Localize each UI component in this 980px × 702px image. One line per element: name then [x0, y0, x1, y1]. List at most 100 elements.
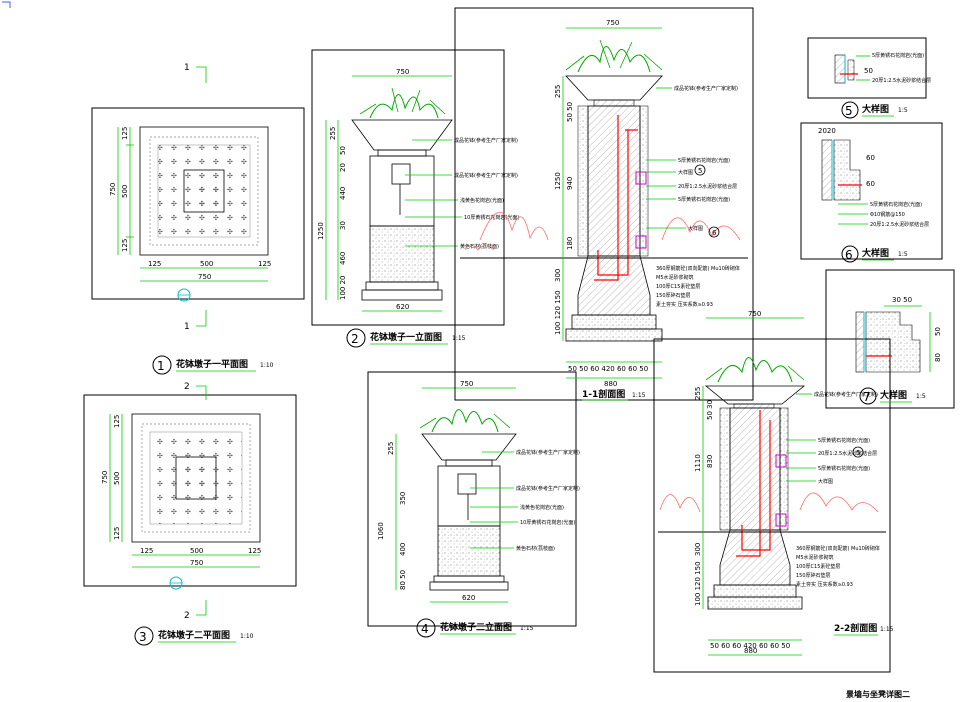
plan-3-dim-125-top: 125: [113, 415, 121, 428]
plan-1-scale: 1:10: [260, 362, 274, 369]
section-2-note-2: 5厚黄锈石花岗岩(光面): [818, 437, 870, 444]
section-1-note-9: 100厚C15素砼垫层: [656, 283, 700, 290]
detail-5-frame: [807, 37, 927, 99]
detail-6-note-2: Φ10钢筋@150: [870, 211, 905, 218]
section-1-dim-300: 300: [554, 269, 562, 282]
plan-1-title: 花钵墩子一平面图: [176, 358, 248, 370]
section-2-callout-5: 5: [856, 449, 860, 457]
elevation-4-title-number: 4: [421, 622, 429, 636]
section-1-callout-6: 6: [712, 229, 717, 237]
elevation-2-dim-top: 750: [396, 68, 409, 76]
section-1-callout-5: 5: [698, 167, 702, 175]
section-1-title: 1-1剖面图: [582, 388, 625, 400]
plan-view-1: 125 500 125 750 125 500 125 750 1 1 1 花钵…: [91, 63, 305, 375]
elevation-4-dim-255: 255: [387, 442, 395, 455]
elevation-4-note-3: 浅黄色花岗岩(光面): [520, 504, 564, 511]
plan-1-dim-125-top: 125: [121, 127, 129, 140]
sheet-title: 景墙与坐凳详图二: [846, 689, 910, 699]
detail-6-scale: 1:5: [898, 251, 908, 258]
detail-7-dim-side2: 80: [934, 353, 942, 362]
elevation-2-title: 花钵墩子一立面图: [370, 331, 442, 343]
elevation-4-title: 花钵墩子二立面图: [440, 621, 512, 633]
elevation-4-dim-base: 80 50: [399, 570, 407, 590]
section-2-title: 2-2剖面图: [834, 622, 877, 634]
plan-1-dim-125-r: 125: [258, 260, 271, 268]
section-2-dim-1110: 1110: [694, 454, 702, 472]
detail-5-note-2: 20厚1:2.5水泥砂浆结合层: [872, 77, 931, 84]
detail-7-frame: [825, 269, 955, 409]
elevation-2-dim-440: 440: [339, 187, 347, 200]
section-1-scale: 1:15: [632, 392, 646, 399]
section-1-dim-1250: 1250: [554, 172, 562, 190]
section-1-note-5: 5厚黄锈石花岗岩(光面): [678, 196, 730, 203]
plan-1-dim-750-left: 750: [109, 183, 117, 196]
section-1-dim-5050: 50 50: [566, 102, 574, 122]
elevation-4-dim-400: 400: [399, 543, 407, 556]
plan-view-3: 125 500 125 750 125 500 125 750 2 2 3 花钵…: [83, 382, 297, 646]
section-mark-2-top: 2: [184, 382, 190, 392]
elevation-4-frame: [367, 371, 577, 627]
plan-1-frame: [91, 107, 305, 300]
section-2-dim-top: 750: [748, 310, 761, 318]
section-mark-1-top: 1: [184, 63, 190, 73]
elevation-2-frame: [311, 49, 505, 326]
section-1-note-6: 大样图: [688, 225, 703, 232]
section-1-note-2: 5厚黄锈石花岗岩(光面): [678, 157, 730, 164]
elevation-2-dim-50: 50: [339, 146, 347, 155]
plan-1-dim-500-b: 500: [200, 260, 213, 268]
plan-3-dim-125-l: 125: [140, 547, 153, 555]
plan-3-dim-500-b: 500: [190, 547, 203, 555]
detail-view-5: 5厚黄锈石花岗岩(光面) 20厚1:2.5水泥砂浆结合层 50 5 大样图 1:…: [807, 37, 931, 119]
plan-3-dim-750-bottom: 750: [190, 559, 203, 567]
elevation-4-dim-bottom: 620: [462, 594, 475, 602]
section-2-note-4: 5厚黄锈石花岗岩(光面): [818, 465, 870, 472]
section-2-note-11: 素土夯实 压实系数≥0.93: [796, 581, 853, 588]
detail-5-scale: 1:5: [898, 107, 908, 114]
elevation-2-title-number: 2: [351, 332, 359, 346]
section-mark-1-bottom: 1: [184, 322, 190, 332]
elevation-2-note-5: 黄色石材(荔枝面): [460, 243, 499, 250]
section-1-note-4: 20厚1:2.5水泥砂浆结合层: [678, 183, 737, 190]
detail-5-note-1: 5厚黄锈石花岗岩(光面): [872, 52, 924, 59]
elevation-2-note-3: 浅黄色花岗岩(光面): [460, 197, 504, 204]
section-1-dim-255: 255: [554, 85, 562, 98]
elevation-4-note-4: 10厚黄锈石花岗岩(光面): [520, 519, 575, 526]
plan-1-dim-125-bottom: 125: [121, 239, 129, 252]
detail-5-dim: 50: [864, 67, 873, 75]
detail-view-7: 30 50 50 80 7 大样图 1:5: [825, 269, 955, 409]
section-1-dim-b2: 880: [604, 380, 617, 388]
detail-7-dim-side1: 50: [934, 327, 942, 336]
corner-mark: [2, 1, 11, 8]
elevation-2-dim-20: 20: [339, 163, 347, 172]
section-view-1-1: 750 50 50 60 420 60 60 50 880 255 50 50 …: [454, 7, 754, 401]
section-1-note-7: 360厚钢筋砼(双向配筋) Mu10砖砌体: [656, 265, 740, 272]
detail-6-dim-top: 2020: [818, 127, 836, 135]
elevation-2-dim-1250: 1250: [317, 222, 325, 240]
section-1-note-11: 素土夯实 压实系数≥0.93: [656, 301, 713, 308]
section-2-note-3: 20厚1:2.5水泥砂浆结合层: [818, 450, 877, 457]
section-mark-2-bottom: 2: [184, 611, 190, 621]
section-2-dim-b1: 50 60 60 420 60 60 50: [710, 642, 790, 650]
elevation-2-note-2: 成品花钵(参考生产厂家定制): [454, 172, 518, 179]
detail-6-title: 大样图: [862, 247, 889, 259]
section-2-scale: 1:15: [880, 626, 894, 633]
detail-5-title: 大样图: [862, 103, 889, 115]
plan-3-dim-750-left: 750: [101, 471, 109, 484]
elevation-2-dim-bottom: 620: [396, 303, 409, 311]
detail-6-frame: [800, 122, 943, 260]
detail-7-title-number: 7: [863, 390, 871, 404]
section-2-dim-300: 300: [694, 543, 702, 556]
elevation-view-4: 750 620 255 1060 350 400 80 50 成品花钵(参考生产…: [367, 371, 580, 638]
elevation-4-dim-top: 750: [460, 380, 473, 388]
detail-7-scale: 1:5: [916, 393, 926, 400]
plan-3-dim-125-bottom: 125: [113, 527, 121, 540]
plan-3-dim-125-r: 125: [248, 547, 261, 555]
section-2-note-9: 100厚C15素砼垫层: [796, 563, 840, 570]
detail-6-title-number: 6: [845, 248, 853, 262]
elevation-4-scale: 1:15: [520, 625, 534, 632]
plan-3-frame: [83, 394, 297, 587]
elevation-2-scale: 1:15: [452, 335, 466, 342]
detail-view-6: 2020 60 60 5厚黄锈石花岗岩(光面) Φ10钢筋@150 20厚1:2…: [800, 122, 943, 263]
section-2-frame: [653, 338, 891, 673]
